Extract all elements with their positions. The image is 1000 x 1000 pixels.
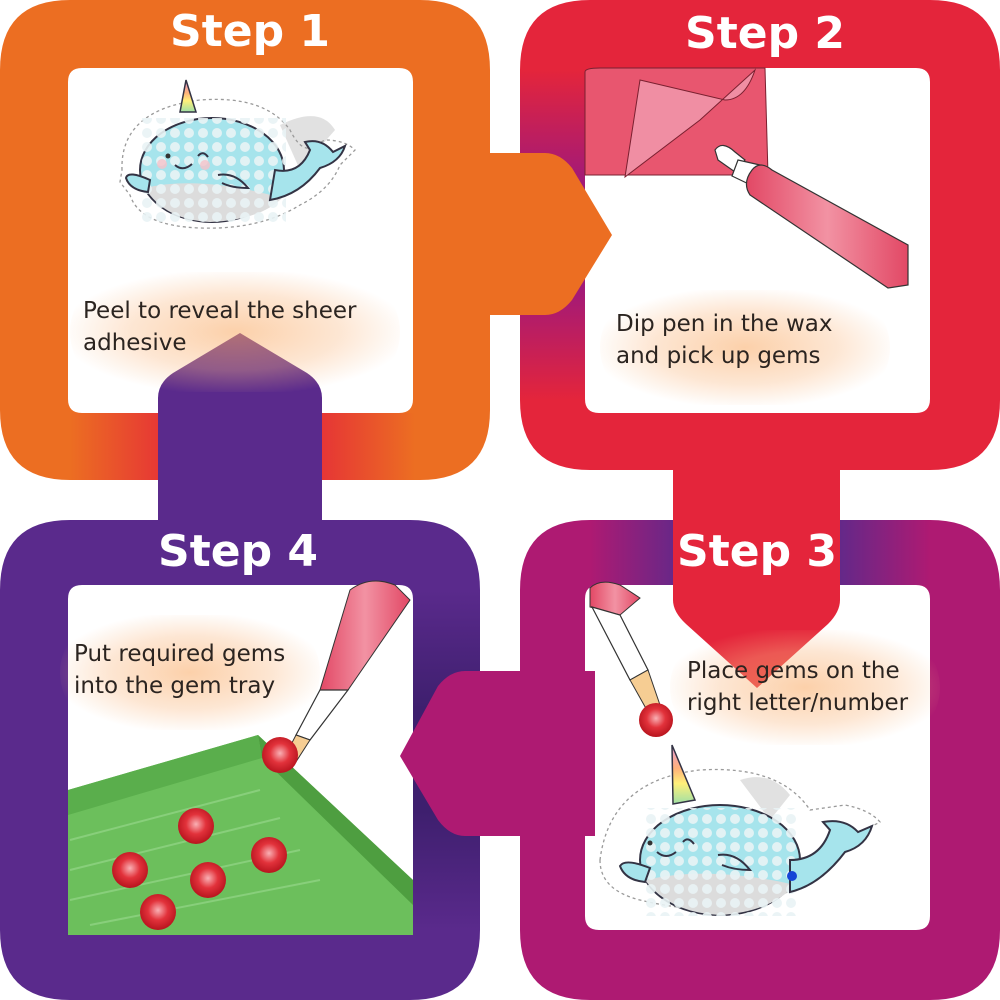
step-3-caption: Place gems on the right letter/number xyxy=(687,655,908,719)
caption-glow-step-1 xyxy=(70,272,400,392)
arrow-step1-to-step2 xyxy=(415,153,612,315)
step-3-caption-line-1: Place gems on the xyxy=(687,658,900,684)
gem-icon xyxy=(178,808,214,844)
step-4-title: Step 4 xyxy=(158,526,318,577)
step-2-caption-line-2: and pick up gems xyxy=(616,343,821,369)
pen-placing-gem-on-narwhal-icon xyxy=(589,581,882,916)
arrow-step3-to-step4 xyxy=(400,671,595,836)
step-4-caption-line-2: into the gem tray xyxy=(74,673,276,699)
step-4-caption: Put required gems into the gem tray xyxy=(74,638,285,702)
step-1-title: Step 1 xyxy=(170,6,330,57)
wax-pad-and-pen-icon xyxy=(584,67,909,289)
gem-icon xyxy=(190,862,226,898)
narwhal-sticker-icon xyxy=(119,79,356,229)
gem-icon xyxy=(262,737,298,773)
step-2-caption: Dip pen in the wax and pick up gems xyxy=(616,308,833,372)
gem-icon xyxy=(140,894,176,930)
step-2-title: Step 2 xyxy=(685,8,845,59)
step-2-caption-line-1: Dip pen in the wax xyxy=(616,311,833,337)
caption-glow-step-3 xyxy=(670,630,940,745)
gem-icon xyxy=(639,703,673,737)
step-1-caption: Peel to reveal the sheer adhesive xyxy=(83,295,356,359)
caption-glow-step-2 xyxy=(600,290,890,405)
step-3-caption-line-2: right letter/number xyxy=(687,690,909,716)
step-4-caption-line-1: Put required gems xyxy=(74,641,286,667)
caption-glow-step-4 xyxy=(60,615,320,730)
step-1-caption-line-2: adhesive xyxy=(83,330,187,356)
step-3-title: Step 3 xyxy=(677,526,837,577)
gem-icon xyxy=(251,837,287,873)
gem-icon xyxy=(112,852,148,888)
step-1-caption-line-1: Peel to reveal the sheer xyxy=(83,298,357,324)
gem-tray-with-pen-icon xyxy=(68,580,413,935)
